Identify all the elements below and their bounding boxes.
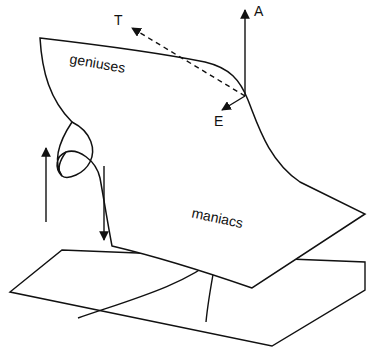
jump-up-arrow bbox=[45, 148, 46, 222]
axis-label: E bbox=[212, 113, 225, 129]
axis-arrow bbox=[244, 10, 245, 96]
axis-arrow bbox=[222, 96, 245, 110]
axis-arrow bbox=[132, 28, 245, 96]
axis-label: A bbox=[252, 3, 265, 19]
fold-loop bbox=[59, 122, 93, 177]
jump-down-arrow bbox=[103, 166, 104, 240]
behaviour-surface bbox=[40, 38, 365, 288]
axis-label: T bbox=[112, 12, 125, 28]
